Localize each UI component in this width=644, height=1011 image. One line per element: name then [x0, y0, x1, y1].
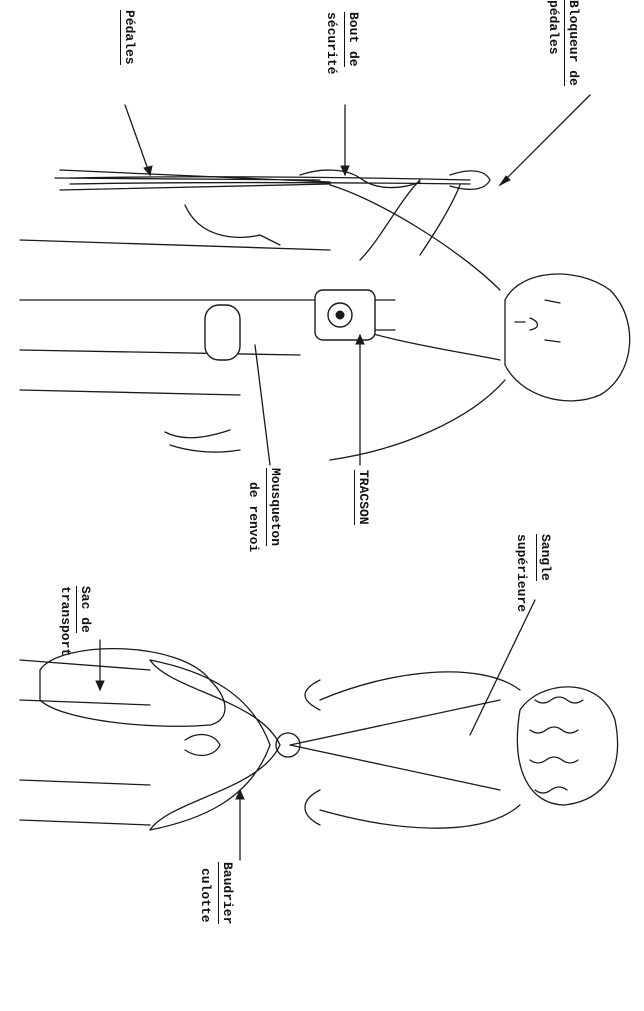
- label-mousqueton-2: de renvoi: [246, 482, 261, 552]
- hair-texture: [530, 697, 583, 793]
- label-bout-line1: Bout de: [344, 12, 361, 67]
- label-bloqueur-2: pédales: [546, 0, 561, 55]
- label-sangle-2: supérieure: [514, 534, 529, 612]
- body-outline: [320, 672, 520, 828]
- label-sangle-line2: supérieure: [514, 534, 529, 612]
- label-bout-2: sécurité: [324, 12, 339, 74]
- arm-upper: [360, 180, 460, 260]
- rope: [70, 177, 470, 184]
- label-sac: Sac de: [78, 586, 93, 633]
- head: [505, 274, 630, 401]
- label-mousqueton-line1: Mousqueton: [266, 468, 283, 546]
- pedal-loop: [185, 205, 280, 245]
- arm-lower: [165, 430, 240, 452]
- carabiner-device: [205, 305, 240, 360]
- label-bloqueur: Bloqueur de: [566, 0, 581, 86]
- label-pedales-text: Pédales: [120, 10, 137, 65]
- face-features: [515, 300, 560, 342]
- label-tracson: TRACSON: [356, 470, 371, 525]
- label-sangle-line1: Sangle: [536, 534, 553, 581]
- climber-figure-top: [20, 170, 630, 460]
- label-baudrier-line2: culotte: [198, 868, 213, 923]
- label-bloqueur-line1: Bloqueur de: [564, 0, 581, 86]
- label-sac-line1: Sac de: [76, 586, 93, 633]
- label-sac-2: transport: [58, 586, 73, 656]
- label-pedales: Pédales: [122, 10, 137, 65]
- label-bout-line2: sécurité: [324, 12, 339, 74]
- label-baudrier-2: culotte: [198, 868, 213, 923]
- label-tracson-text: TRACSON: [354, 470, 371, 525]
- climber-figure-bottom: [20, 649, 618, 830]
- leader-bloqueur: [500, 95, 590, 185]
- legs: [20, 240, 330, 395]
- transport-bag: [40, 649, 225, 727]
- pedal-cords: [55, 170, 330, 190]
- tracson-device: [315, 290, 395, 340]
- leader-sangle: [470, 600, 535, 735]
- label-mousqueton-line2: de renvoi: [246, 482, 261, 552]
- leader-mousqueton: [255, 345, 270, 465]
- leader-pedales: [125, 105, 150, 175]
- label-sangle: Sangle: [538, 534, 553, 581]
- upper-strap: [290, 700, 500, 790]
- label-mousqueton: Mousqueton: [268, 468, 283, 546]
- label-baudrier: Baudrier: [220, 862, 235, 924]
- label-bloqueur-line2: pédales: [546, 0, 561, 55]
- label-sac-line2: transport: [58, 586, 73, 656]
- label-bout: Bout de: [346, 12, 361, 67]
- leader-lines: [96, 95, 590, 860]
- arms-bottom: [305, 680, 320, 825]
- head-bottom: [517, 687, 617, 805]
- label-baudrier-line1: Baudrier: [218, 862, 235, 924]
- harness-center: [185, 735, 220, 756]
